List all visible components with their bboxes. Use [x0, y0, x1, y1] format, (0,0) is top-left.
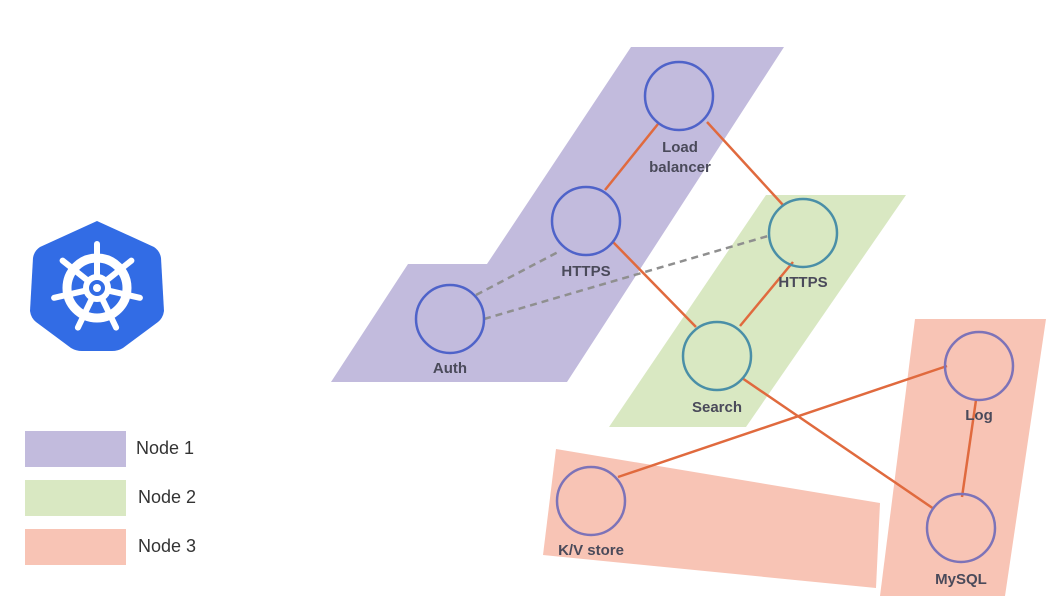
legend-label: Node 2 [138, 487, 196, 507]
service-circle [767, 197, 839, 269]
service-mysql: MySQL [925, 492, 997, 588]
service-https-node2: HTTPS [767, 197, 839, 291]
service-circle [555, 465, 627, 537]
kubernetes-helm-wheel-icon [51, 241, 143, 331]
node1-region [331, 47, 784, 382]
edge-auth-https2 [483, 234, 769, 321]
service-label: Search [692, 399, 742, 416]
service-auth: Auth [414, 283, 486, 377]
service-label: Log [965, 407, 993, 424]
service-circle [550, 185, 622, 257]
service-circle [925, 492, 997, 564]
legend-item-node2: Node 2 [25, 480, 196, 516]
service-label: Load [662, 139, 698, 156]
service-load-balancer: Load balancer [643, 60, 715, 176]
service-label: HTTPS [778, 274, 827, 291]
kubernetes-logo [30, 221, 164, 351]
service-label: Auth [433, 360, 467, 377]
edge-https1-search [612, 241, 697, 328]
service-circle [681, 320, 753, 392]
connections [475, 121, 978, 511]
service-circle [414, 283, 486, 355]
service-circle [943, 330, 1015, 402]
legend: Node 1 Node 2 Node 3 [25, 431, 196, 565]
edge-search-mysql [741, 376, 935, 511]
service-label: K/V store [558, 542, 624, 559]
edge-log-mysql [960, 399, 978, 498]
edge-auth-https1 [475, 249, 561, 297]
legend-swatch [25, 480, 126, 516]
legend-swatch [25, 431, 126, 467]
edge-log-kvstore [617, 364, 948, 479]
edge-lb-https1 [604, 123, 659, 191]
service-log: Log [943, 330, 1015, 424]
legend-swatch [25, 529, 126, 565]
service-circle [643, 60, 715, 132]
service-https-node1: HTTPS [550, 185, 622, 280]
service-label: MySQL [935, 571, 987, 588]
edge-https2-search [739, 261, 794, 327]
legend-label: Node 1 [136, 438, 194, 458]
service-label: HTTPS [561, 263, 610, 280]
legend-label: Node 3 [138, 536, 196, 556]
legend-item-node3: Node 3 [25, 529, 196, 565]
edge-lb-https2 [706, 121, 784, 206]
service-kv-store: K/V store [555, 465, 627, 559]
service-search: Search [681, 320, 753, 416]
service-label: balancer [649, 159, 711, 176]
legend-item-node1: Node 1 [25, 431, 194, 467]
